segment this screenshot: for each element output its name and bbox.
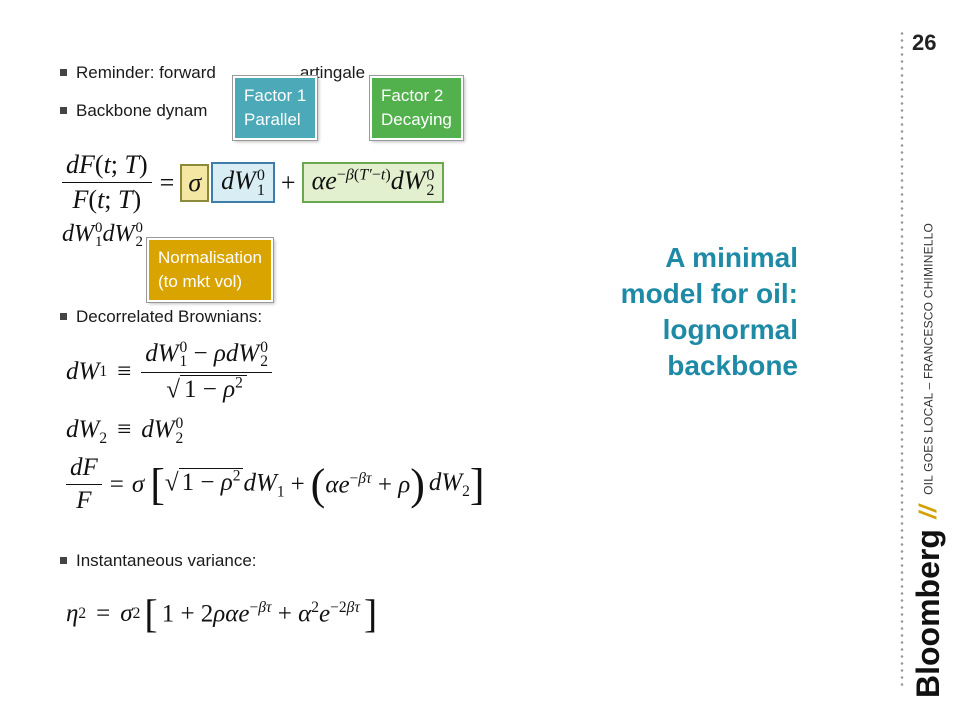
- sidebar-vertical-text: Bloomberg // OIL GOES LOCAL – FRANCESCO …: [910, 223, 947, 698]
- page-number: 26: [912, 30, 937, 55]
- callout-factor-1-line2: Parallel: [244, 110, 301, 129]
- sigma-box: σ: [180, 163, 210, 202]
- bullet-marker: [60, 69, 67, 76]
- callout-factor-1: Factor 1 Parallel: [233, 76, 318, 140]
- title-line-3: lognormal: [662, 314, 798, 345]
- df-over-f: dF(t; T) F(t; T): [62, 150, 152, 215]
- bullet-marker: [60, 107, 67, 114]
- sidebar-caption: OIL GOES LOCAL – FRANCESCO CHIMINELLO: [921, 222, 936, 495]
- bullet-variance-text: Instantaneous variance:: [76, 551, 257, 570]
- bullet-marker: [60, 557, 67, 564]
- callout-normalisation-line2: (to mkt vol): [158, 272, 243, 291]
- bullet-decorrelated-text: Decorrelated Brownians:: [76, 307, 263, 326]
- bullet-variance: Instantaneous variance:: [60, 551, 257, 571]
- bullet-backbone: Backbone dynam: [60, 101, 207, 121]
- callout-normalisation: Normalisation (to mkt vol): [147, 238, 273, 302]
- bullet-marker: [60, 313, 67, 320]
- bloomberg-logo: Bloomberg: [910, 529, 946, 698]
- slide-title: A minimal model for oil: lognormal backb…: [538, 240, 798, 384]
- title-line-1: A minimal: [665, 242, 798, 273]
- bullet-backbone-text: Backbone dynam: [76, 101, 208, 120]
- callout-factor-2: Factor 2 Decaying: [370, 76, 463, 140]
- callout-factor-2-line2: Decaying: [381, 110, 452, 129]
- sidebar-dotted-rule: [900, 30, 904, 690]
- title-line-4: backbone: [667, 350, 798, 381]
- callout-factor-2-line1: Factor 2: [381, 86, 444, 105]
- bullet-decorrelated: Decorrelated Brownians:: [60, 307, 262, 327]
- brand-separator: //: [914, 505, 942, 519]
- callout-factor-1-line1: Factor 1: [244, 86, 307, 105]
- bullet-reminder-text: Reminder: forward: [76, 63, 216, 82]
- callout-normalisation-line1: Normalisation: [158, 248, 262, 267]
- title-line-2: model for oil:: [620, 278, 798, 309]
